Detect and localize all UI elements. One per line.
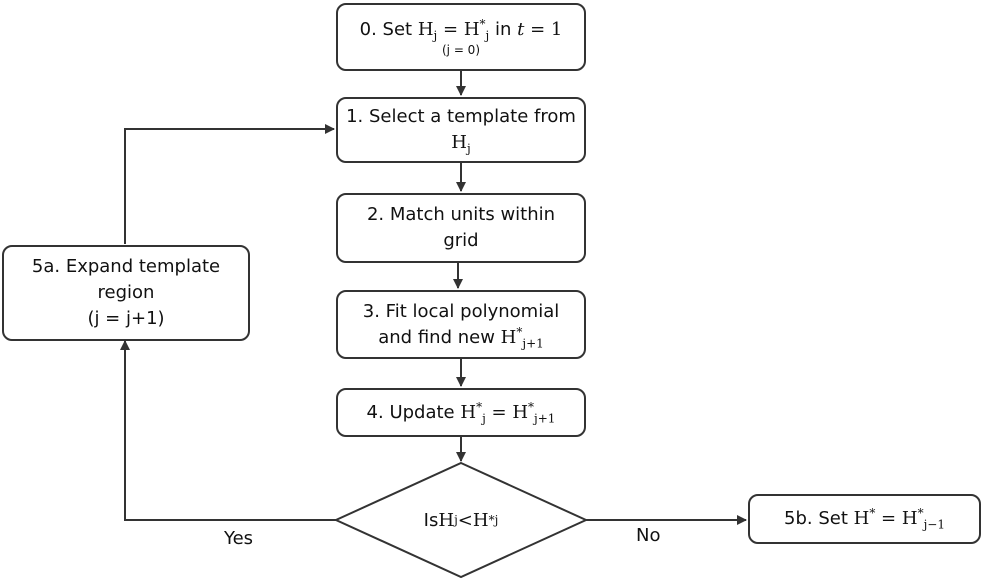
step-0-note: (j = 0) — [441, 43, 480, 57]
step-5b-h-left: H — [853, 508, 870, 529]
step-5a-box: 5a. Expand template region (j = j+1) — [2, 245, 250, 341]
step-3-line2-text: and find new — [378, 326, 501, 348]
edge-label-yes: Yes — [224, 528, 254, 549]
step-0-box: 0. Set Hj = H*j in t = 1 (j = 0) — [336, 3, 586, 71]
step-5b-box: 5b. Set H* = H*j−1 — [748, 494, 981, 544]
step-4-h-right-sub: j+1 — [534, 411, 556, 426]
step-1-line2: Hj — [451, 130, 470, 156]
decision-h-left: H — [438, 509, 455, 531]
step-5b-h-left-sup: * — [869, 506, 876, 520]
decision-h-right: H — [472, 509, 489, 531]
step-4-text: 4. Update H*j = H*j+1 — [367, 400, 556, 426]
step-4-h-right: H — [512, 401, 529, 423]
step-0-h-star: H — [463, 19, 480, 40]
step-5b-prefix: 5b. Set — [784, 508, 854, 529]
step-5b-equals: = — [875, 508, 902, 529]
step-0-prefix: 0. Set — [359, 19, 418, 40]
step-2-line1: 2. Match units within — [366, 204, 556, 225]
step-5b-text: 5b. Set H* = H*j−1 — [784, 506, 945, 532]
step-0-h-sub: j — [433, 28, 438, 43]
step-3-h: H — [500, 326, 517, 348]
arrow-decision-yes-to-step5a — [120, 340, 336, 521]
step-0-equals-one: = 1 — [524, 19, 563, 40]
decision-operator: < — [457, 509, 473, 531]
step-4-equals: = — [485, 401, 513, 423]
step-4-h-left-sup: * — [476, 399, 483, 414]
step-5a-line3: (j = j+1) — [87, 308, 165, 329]
step-1-h-sub: j — [466, 141, 471, 156]
step-4-h-right-sup: * — [528, 399, 535, 414]
step-5a-line1: 5a. Expand template — [31, 256, 221, 277]
step-0-h-star-sub: j — [485, 28, 490, 43]
step-1-box: 1. Select a template from Hj — [336, 97, 586, 163]
step-2-line2: grid — [443, 230, 479, 251]
arrow-step5a-to-step1 — [124, 124, 335, 244]
step-0-h-star-sup: * — [479, 17, 486, 31]
step-4-h-left-sub: j — [482, 411, 486, 426]
step-5b-h-right-sup: * — [917, 506, 924, 520]
step-4-h-left: H — [460, 401, 477, 423]
step-3-box: 3. Fit local polynomial and find new H*j… — [336, 290, 586, 359]
step-0-text: 0. Set Hj = H*j in t = 1 — [360, 17, 563, 43]
step-3-h-sup: * — [516, 324, 523, 339]
step-5b-h-right-sub: j−1 — [923, 517, 945, 532]
decision-diamond — [333, 461, 589, 579]
step-4-box: 4. Update H*j = H*j+1 — [336, 388, 586, 437]
step-4-prefix: 4. Update — [366, 401, 461, 423]
step-2-box: 2. Match units within grid — [336, 193, 586, 263]
step-1-line1: 1. Select a template from — [346, 106, 576, 127]
step-0-equals: = — [437, 19, 464, 40]
step-3-h-sub: j+1 — [522, 336, 544, 351]
step-3-line2: and find new H*j+1 — [378, 325, 544, 351]
step-0-t: t — [517, 19, 525, 40]
edge-label-no: No — [636, 525, 661, 546]
step-0-h: H — [417, 19, 434, 40]
step-3-line1: 3. Fit local polynomial — [362, 300, 560, 322]
step-5a-line2: region — [97, 282, 155, 303]
decision-prefix: Is — [423, 509, 439, 531]
step-1-h: H — [451, 132, 467, 153]
step-0-in: in — [489, 19, 518, 40]
step-5b-h-right: H — [901, 508, 918, 529]
